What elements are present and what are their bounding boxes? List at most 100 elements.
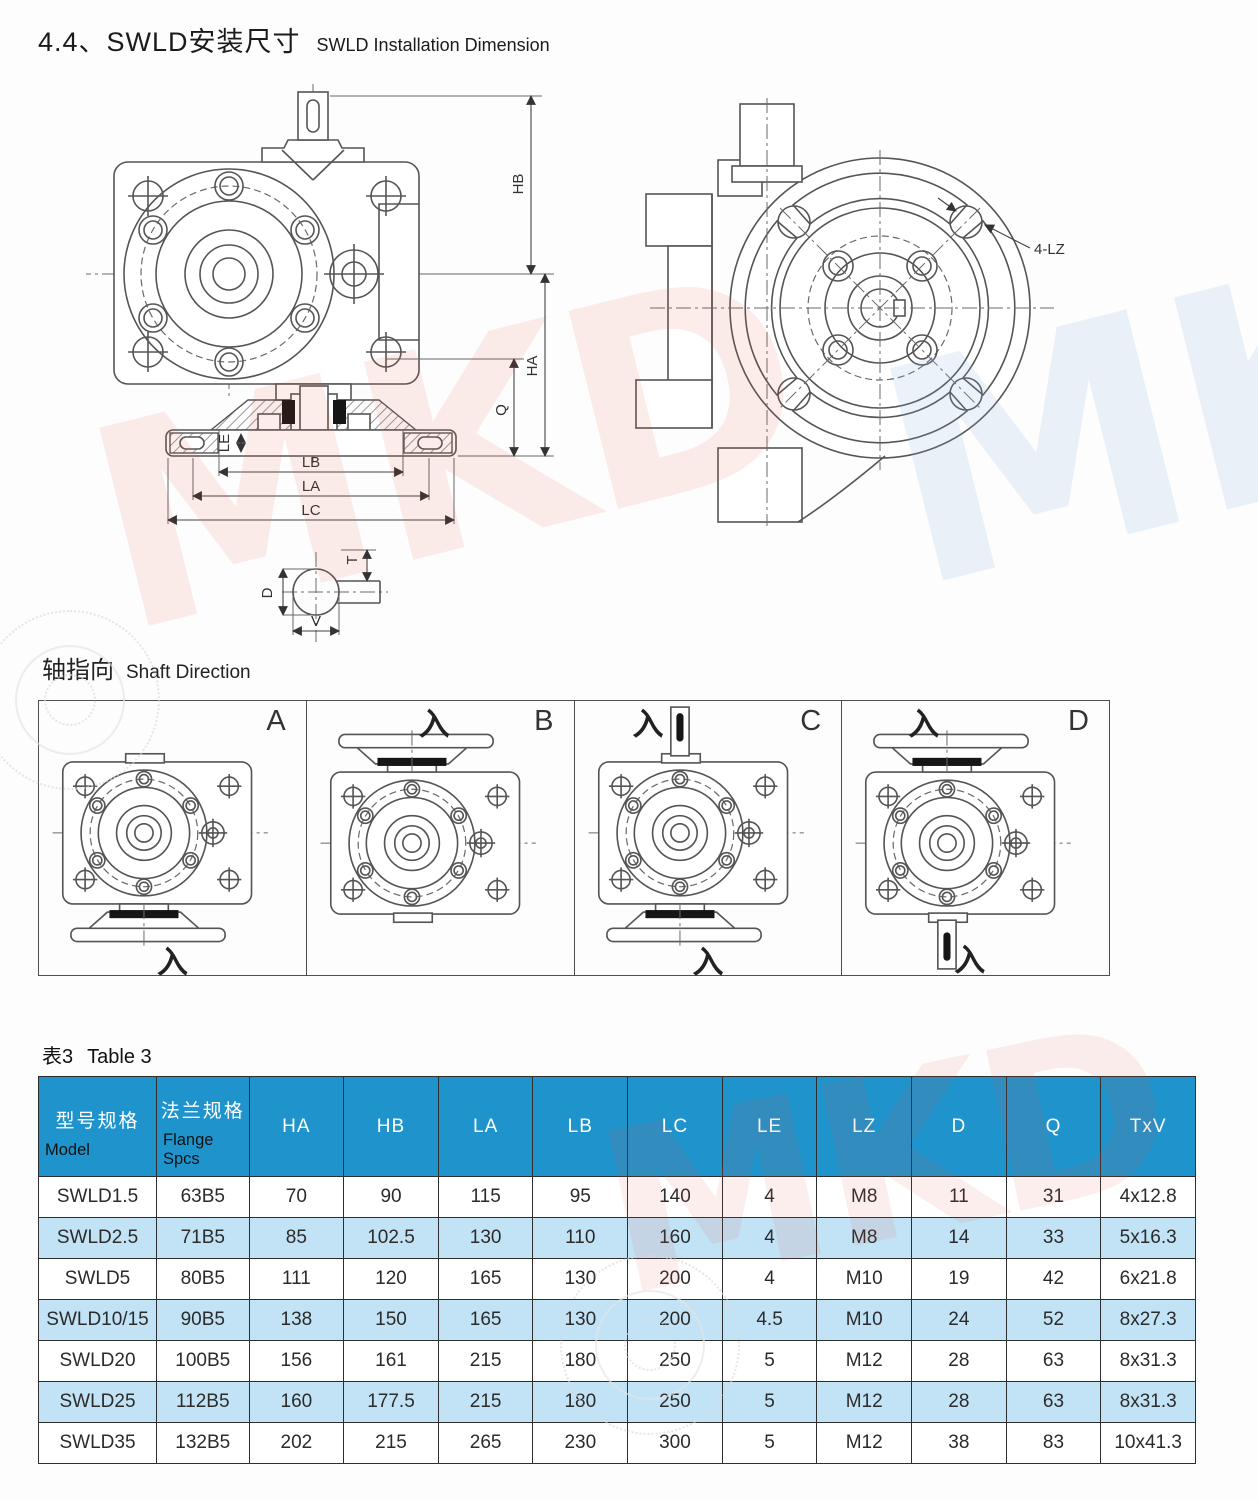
table-cell: 71B5 (156, 1217, 250, 1259)
table-cell: 102.5 (343, 1217, 439, 1259)
col-header-lb: LB (532, 1076, 629, 1177)
dim-label-lb: LB (302, 454, 320, 471)
table-cell: SWLD1.5 (38, 1176, 157, 1218)
page-title: 4.4、SWLD安装尺寸 SWLD Installation Dimension (38, 20, 550, 59)
col-header-le: LE (721, 1076, 818, 1177)
table-cell: 63 (1005, 1381, 1102, 1423)
table-cell: M12 (816, 1381, 913, 1423)
table-cell: 120 (343, 1258, 439, 1300)
table-caption-zh: 表3 (42, 1046, 74, 1068)
table-cell: 200 (627, 1258, 723, 1300)
table-cell: 138 (248, 1299, 345, 1341)
shaft-arrow: 入 (692, 945, 724, 980)
table-cell: 80B5 (156, 1258, 250, 1300)
table-cell: 130 (532, 1258, 629, 1300)
table-cell: 19 (911, 1258, 1007, 1300)
table-cell: M8 (816, 1176, 913, 1218)
table-cell: 95 (532, 1176, 629, 1218)
table-cell: 42 (1005, 1258, 1102, 1300)
table-cell: 160 (248, 1381, 345, 1423)
table-cell: 250 (627, 1381, 723, 1423)
table-cell: 70 (248, 1176, 345, 1218)
table-cell: 177.5 (343, 1381, 439, 1423)
panel-d-drawing (842, 701, 1109, 970)
panel-b-label: B (534, 705, 554, 737)
side-view-drawing: 4-LZ (635, 98, 1065, 526)
table-cell: 8x27.3 (1100, 1299, 1196, 1341)
table-cell: 150 (343, 1299, 439, 1341)
dim-label-d: D (259, 587, 276, 598)
table-caption: 表3 Table 3 (42, 1040, 152, 1069)
table-caption-en: Table 3 (87, 1046, 152, 1068)
table-cell: 24 (911, 1299, 1007, 1341)
panel-a-drawing (39, 701, 306, 975)
table-cell: SWLD5 (38, 1258, 157, 1300)
col-header-lz: LZ (816, 1076, 913, 1177)
table-cell: 250 (627, 1340, 723, 1382)
table-cell: SWLD25 (38, 1381, 157, 1423)
table-cell: 38 (911, 1422, 1007, 1464)
table-cell: 85 (248, 1217, 345, 1259)
table-cell: 4 (721, 1258, 818, 1300)
table-cell: 160 (627, 1217, 723, 1259)
page-title-zh: 4.4、SWLD安装尺寸 (38, 27, 301, 57)
table-cell: SWLD2.5 (38, 1217, 157, 1259)
table-cell: 165 (437, 1299, 534, 1341)
dim-label-t: T (344, 555, 361, 564)
table-cell: 8x31.3 (1100, 1340, 1196, 1382)
panel-d: D 入 入 (842, 701, 1109, 978)
callout-4lz: 4-LZ (1034, 241, 1065, 258)
table-cell: 8x31.3 (1100, 1381, 1196, 1423)
panel-b: B 入 (307, 701, 575, 975)
table-cell: M10 (816, 1299, 913, 1341)
table-cell: 180 (532, 1340, 629, 1382)
dim-label-le: LE (216, 434, 233, 452)
table-cell: SWLD10/15 (38, 1299, 157, 1341)
table-cell: 200 (627, 1299, 723, 1341)
col-header-txv: TxV (1100, 1076, 1196, 1177)
panel-c-label: C (800, 705, 822, 737)
panel-a: A 入 (39, 701, 307, 980)
table-cell: 5 (721, 1422, 818, 1464)
table-cell: 130 (437, 1217, 534, 1259)
col-header-la: LA (437, 1076, 534, 1177)
table-cell: M12 (816, 1422, 913, 1464)
table-cell: M12 (816, 1340, 913, 1382)
table-cell: 215 (343, 1422, 439, 1464)
table-cell: 140 (627, 1176, 723, 1218)
table-cell: 100B5 (156, 1340, 250, 1382)
shaft-direction-zh: 轴指向 (42, 657, 114, 684)
table-cell: 28 (911, 1381, 1007, 1423)
page-title-en: SWLD Installation Dimension (316, 35, 550, 55)
table-cell: SWLD35 (38, 1422, 157, 1464)
shaft-arrow: 入 (908, 707, 940, 742)
table-cell: 156 (248, 1340, 345, 1382)
col-header-hb: HB (343, 1076, 439, 1177)
panel-a-label: A (266, 705, 286, 737)
table-cell: 10x41.3 (1100, 1422, 1196, 1464)
table-cell: 33 (1005, 1217, 1102, 1259)
table-cell: 132B5 (156, 1422, 250, 1464)
table-cell: 215 (437, 1340, 534, 1382)
table-cell: 11 (911, 1176, 1007, 1218)
table-cell: 63 (1005, 1340, 1102, 1382)
table-cell: 14 (911, 1217, 1007, 1259)
table-cell: 31 (1005, 1176, 1102, 1218)
table-cell: 6x21.8 (1100, 1258, 1196, 1300)
table-cell: 90 (343, 1176, 439, 1218)
dim-label-v: V (311, 613, 321, 630)
table-cell: 52 (1005, 1299, 1102, 1341)
table-cell: 202 (248, 1422, 345, 1464)
table-cell: 83 (1005, 1422, 1102, 1464)
shaft-direction-panels: A 入 B 入 C 入 入 D 入 (38, 700, 1110, 980)
